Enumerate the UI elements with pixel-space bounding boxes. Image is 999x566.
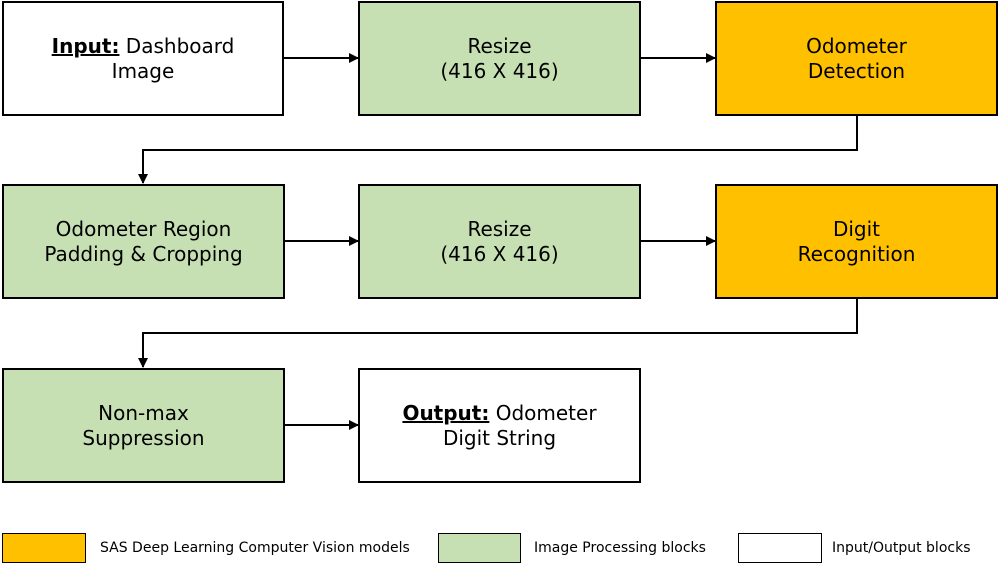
recognition-line-2: Recognition [797, 241, 916, 266]
input-line-2: Image [111, 58, 175, 83]
output-block: Output: Odometer Digit String [358, 368, 641, 483]
nms-line-2: Suppression [82, 425, 205, 450]
input-line-1: Input: Dashboard [52, 34, 235, 59]
legend-swatch-processing [438, 533, 521, 563]
resize-block-2: Resize (416 X 416) [358, 184, 641, 299]
padding-line-2: Padding & Cropping [44, 241, 243, 266]
resize-2-line-2: (416 X 416) [440, 241, 559, 266]
resize-1-line-1: Resize [467, 33, 532, 58]
legend-label-processing: Image Processing blocks [534, 540, 706, 556]
non-max-suppression-block: Non-max Suppression [2, 368, 285, 483]
output-line-1: Output: Odometer [402, 401, 596, 426]
legend-swatch-io [738, 533, 822, 563]
detection-line-2: Detection [807, 58, 906, 83]
input-text-1: Dashboard [119, 33, 235, 58]
legend-label-models: SAS Deep Learning Computer Vision models [100, 540, 410, 556]
nms-line-1: Non-max [98, 400, 189, 425]
output-lead: Output: [402, 400, 490, 425]
legend-swatch-models [2, 533, 86, 563]
padding-line-1: Odometer Region [55, 216, 232, 241]
output-line-2: Digit String [442, 425, 557, 450]
resize-block-1: Resize (416 X 416) [358, 1, 641, 116]
digit-recognition-block: Digit Recognition [715, 184, 998, 299]
padding-cropping-block: Odometer Region Padding & Cropping [2, 184, 285, 299]
recognition-line-1: Digit [832, 216, 881, 241]
odometer-detection-block: Odometer Detection [715, 1, 998, 116]
resize-1-line-2: (416 X 416) [440, 58, 559, 83]
legend-label-io: Input/Output blocks [832, 540, 971, 556]
input-block: Input: Dashboard Image [2, 1, 284, 116]
detection-line-1: Odometer [806, 33, 907, 58]
resize-2-line-1: Resize [467, 216, 532, 241]
arrow-recognition-to-nms [138, 299, 858, 368]
output-text-1: Odometer [489, 400, 597, 425]
input-lead: Input: [51, 33, 120, 58]
arrow-detection-to-padding [138, 116, 858, 184]
